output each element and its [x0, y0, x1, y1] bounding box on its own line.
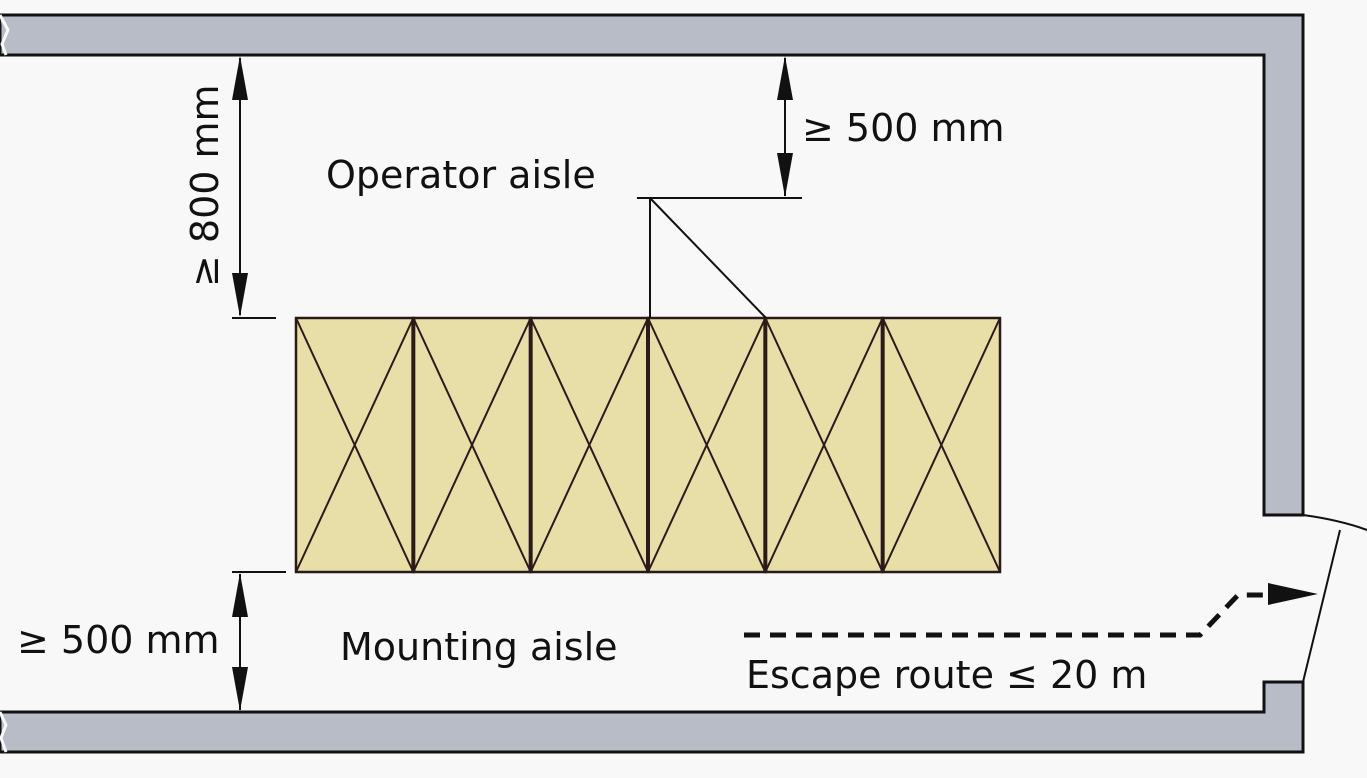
switchgear-panels — [294, 316, 1002, 574]
dimension-500-bottom-arrow-down — [232, 667, 248, 711]
dimension-500-top-arrow-down — [777, 153, 793, 197]
operator-aisle-label: Operator aisle — [326, 153, 596, 197]
panel-cross-line — [529, 317, 649, 573]
panel-cross-line — [295, 317, 415, 573]
switchgear-panel — [881, 316, 1002, 574]
dimension-800mm — [232, 56, 276, 319]
door-leaf — [1302, 529, 1341, 683]
operator-aisle-leader — [637, 197, 802, 319]
dimension-800-arrow-bottom — [232, 273, 248, 317]
escape-route-dashes — [744, 592, 1270, 638]
escape-route-label: Escape route ≤ 20 m — [746, 653, 1147, 697]
panel-cross-line — [412, 317, 532, 573]
mounting-aisle-label: Mounting aisle — [340, 625, 618, 669]
wall-break-top — [0, 14, 10, 56]
switchgear-panel — [646, 316, 767, 574]
escape-route-path — [744, 583, 1318, 638]
top-wall — [0, 13, 1305, 517]
door-swing-arc — [1302, 514, 1367, 531]
panel-cross-line — [881, 317, 1001, 573]
door — [1302, 514, 1367, 683]
dimension-500mm-top — [777, 56, 793, 197]
dimension-500-bottom-label: ≥ 500 mm — [17, 618, 220, 662]
switchgear-panel — [764, 316, 884, 574]
panel-cross-line — [764, 317, 884, 573]
dimension-500mm-bottom — [232, 571, 286, 711]
dimension-500-bottom-arrow-up — [232, 573, 248, 617]
dimension-800-label: ≥ 800 mm — [183, 84, 227, 287]
leader-diagonal — [649, 197, 767, 319]
escape-route-arrow-icon — [1268, 583, 1318, 605]
switchgear-panel — [412, 316, 532, 574]
switchgear-panel — [529, 316, 650, 574]
wall-break-bottom — [0, 711, 8, 753]
dimension-500-top-label: ≥ 500 mm — [802, 106, 1005, 150]
dimension-800-arrow-top — [232, 56, 248, 100]
dimension-500-top-arrow-up — [777, 56, 793, 100]
panel-cross-line — [647, 317, 767, 573]
switchgear-panel — [294, 316, 415, 574]
